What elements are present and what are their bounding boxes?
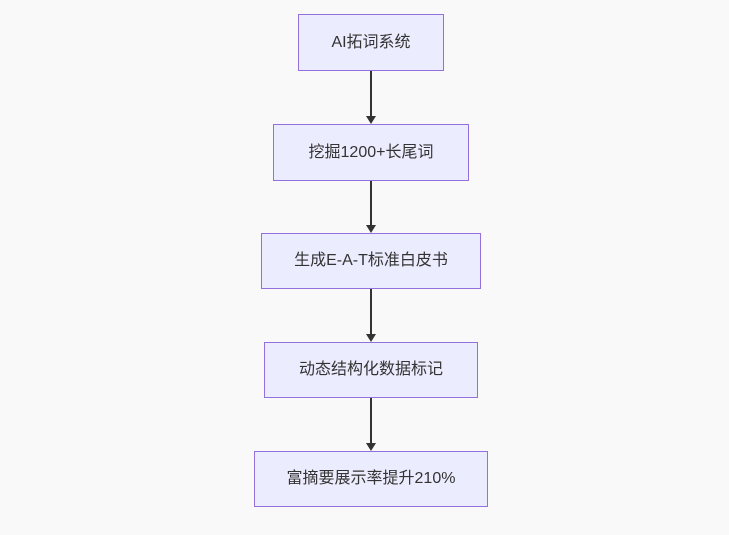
flow-node-generate-eat-whitepaper: 生成E-A-T标准白皮书 — [261, 233, 481, 289]
flow-node-ai-word-expansion-system: AI拓词系统 — [298, 14, 444, 71]
node-label: AI拓词系统 — [331, 33, 411, 51]
edge-line — [370, 71, 372, 118]
arrowhead-down-icon — [366, 225, 376, 233]
node-label: 富摘要展示率提升210% — [286, 470, 456, 488]
flow-node-mine-longtail-keywords: 挖掘1200+长尾词 — [273, 124, 469, 181]
edge-line — [370, 398, 372, 445]
flow-edge-2 — [365, 181, 377, 233]
arrowhead-down-icon — [366, 443, 376, 451]
edge-line — [370, 289, 372, 336]
edge-line — [370, 181, 372, 227]
flow-node-dynamic-structured-data-markup: 动态结构化数据标记 — [264, 342, 478, 398]
flow-edge-4 — [365, 398, 377, 451]
node-label: 生成E-A-T标准白皮书 — [294, 252, 448, 270]
node-label: 挖掘1200+长尾词 — [308, 143, 434, 161]
arrowhead-down-icon — [366, 116, 376, 124]
flow-edge-1 — [365, 71, 377, 124]
arrowhead-down-icon — [366, 334, 376, 342]
node-label: 动态结构化数据标记 — [298, 361, 443, 379]
flow-edge-3 — [365, 289, 377, 342]
flow-node-rich-snippet-rate-increase: 富摘要展示率提升210% — [254, 451, 488, 507]
